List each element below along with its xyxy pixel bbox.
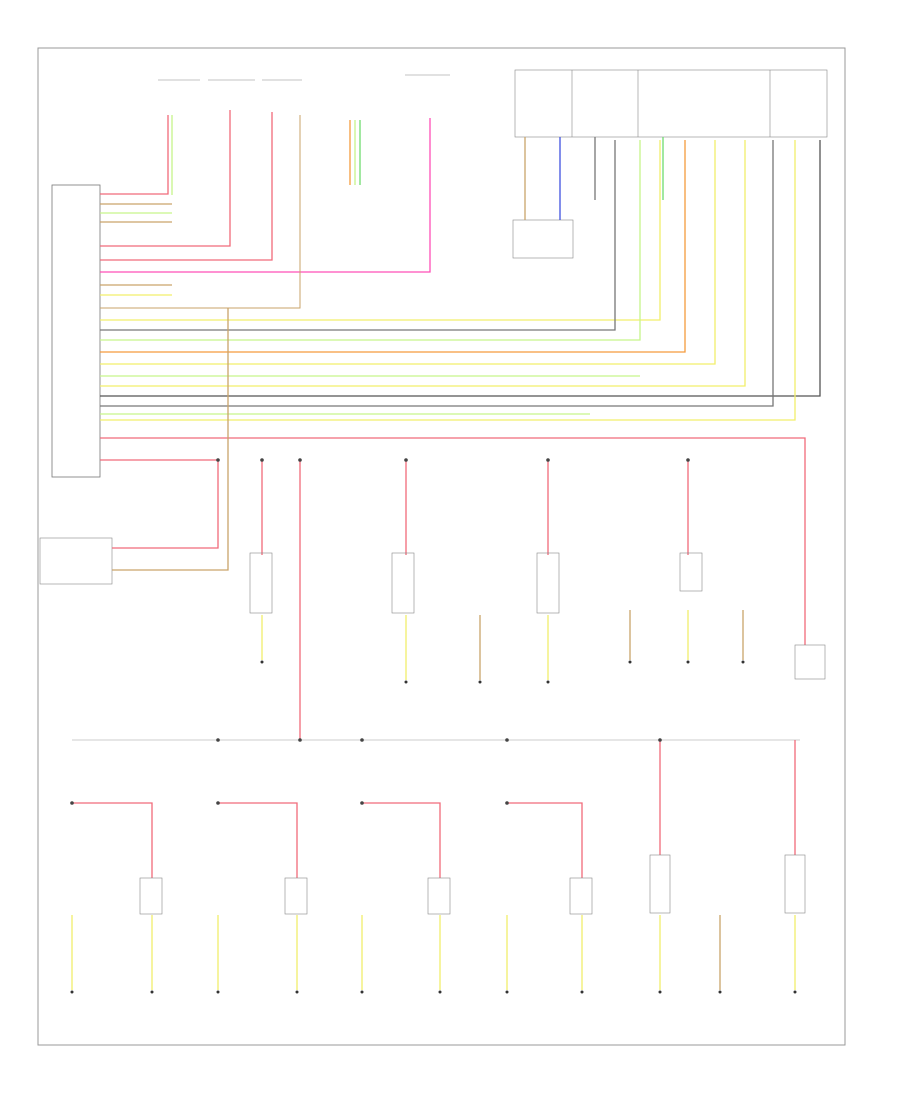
control-module-box [51,184,101,478]
small-module-box [512,219,574,259]
lower-row-grounds [71,915,796,990]
lower-row-feeds [72,740,796,878]
middle-row-feeds [261,460,689,740]
middle-row-grounds [261,610,744,680]
left-module-box [39,537,113,585]
ground-symbol [70,660,797,994]
harness-wires [100,110,821,645]
splice-dots [70,458,690,805]
top-vertical-wires [171,115,664,220]
diagram-frame [37,47,846,1046]
lower-row-components [139,854,806,915]
top-components [158,69,828,138]
middle-row-components [249,552,826,680]
